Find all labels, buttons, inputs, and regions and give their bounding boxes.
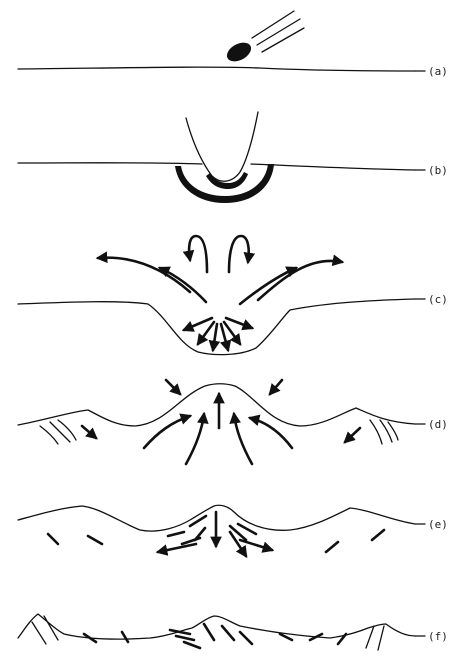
breccia-fault-4	[176, 636, 194, 640]
motion-streak-2	[257, 19, 300, 45]
panel-b: (b)	[18, 112, 448, 203]
panel-label-c: (c)	[428, 293, 448, 306]
ground-surface-line-right	[251, 164, 415, 170]
spread-arrow-left	[158, 544, 196, 552]
peak-fault-2	[168, 532, 184, 536]
rim-fault-right-2	[380, 420, 392, 442]
spread-arrow-right	[240, 540, 272, 550]
uplift-arrow-left-inner	[186, 414, 204, 464]
ejecta-arrow-far-left	[98, 258, 190, 292]
panel-d: (d)	[18, 380, 448, 464]
rim-fault-right-3	[388, 422, 398, 440]
terrace-fault-right-1	[366, 626, 374, 648]
panel-label-b: (b)	[428, 164, 448, 177]
rim-fault-right-1	[370, 420, 382, 444]
panel-label-d: (d)	[428, 418, 448, 431]
inflow-arrow-left	[144, 416, 190, 448]
collapse-arrow-upper-right	[270, 380, 282, 394]
panel-label-f: (f)	[428, 630, 448, 643]
rim-fault-left-1	[40, 426, 58, 444]
breccia-fault-7	[222, 626, 234, 640]
terrace-fault-left-1	[32, 622, 46, 644]
wall-fault-left-1	[48, 534, 58, 544]
panel-a: (a)	[18, 11, 448, 78]
breccia-fault-5	[184, 642, 200, 648]
panel-e: (e)	[18, 505, 448, 556]
breccia-fault-9	[280, 634, 292, 640]
panel-label-a: (a)	[428, 65, 448, 78]
rim-fault-left-3	[58, 420, 76, 440]
uplift-arrow-right-inner	[234, 414, 252, 464]
terrace-fault-right-2	[378, 626, 384, 650]
final-crater-profile	[18, 614, 415, 639]
compression-arrow-1	[184, 318, 212, 330]
ejecta-arrow-mid-right	[240, 268, 296, 304]
rim-fault-left-2	[50, 422, 70, 442]
compression-arrow-2	[198, 322, 214, 344]
ground-surface-line	[18, 67, 415, 71]
compression-arrow-6	[226, 318, 252, 328]
peak-fault-4	[238, 524, 256, 534]
breccia-fault-2	[122, 632, 128, 642]
ejecta-arrow-up-left	[189, 236, 207, 272]
spread-arrow-down-right	[230, 532, 246, 556]
ground-surface-line	[18, 163, 202, 164]
rim-slump-arrow-right	[345, 428, 360, 442]
breccia-fault-6	[204, 624, 214, 640]
rim-slump-arrow-left	[82, 426, 96, 438]
peak-fault-6	[182, 538, 200, 544]
motion-streak-1	[252, 11, 294, 38]
panel-f: (f)	[18, 614, 448, 650]
breccia-fault-8	[240, 632, 252, 644]
wall-fault-left-2	[88, 536, 102, 544]
wall-fault-right-2	[372, 530, 384, 540]
penetration-cavity-outline	[186, 112, 258, 181]
wall-fault-right-1	[326, 542, 338, 552]
impactor-body	[224, 39, 254, 65]
motion-streak-3	[262, 28, 304, 52]
peak-fault-1	[190, 516, 206, 526]
compression-arrow-3	[213, 324, 217, 350]
panel-label-e: (e)	[428, 518, 448, 531]
panel-c: (c)	[18, 236, 448, 355]
modified-crater-profile	[18, 384, 415, 426]
collapse-arrow-upper-left	[166, 380, 180, 394]
ejecta-arrow-up-right	[229, 236, 249, 272]
